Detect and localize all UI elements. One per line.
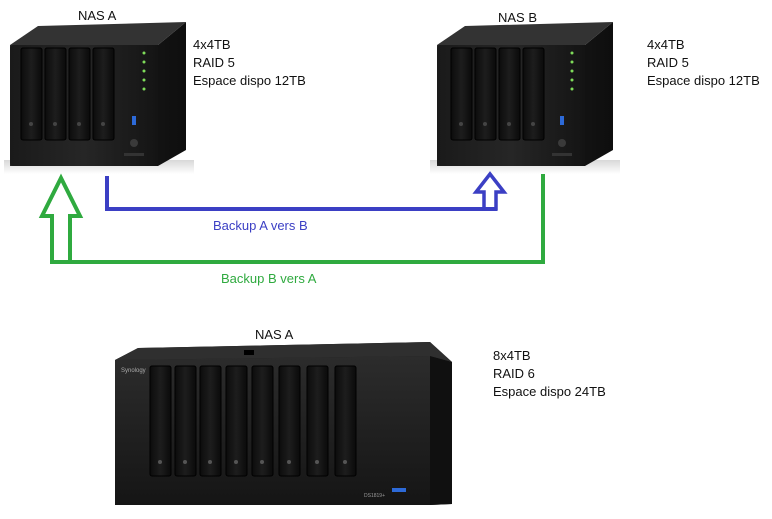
nas-a-specs: 4x4TB RAID 5 Espace dispo 12TB <box>193 36 306 90</box>
nas-b-title: NAS B <box>498 10 538 25</box>
nas-a-space: Espace dispo 12TB <box>193 73 306 88</box>
nas-b-space: Espace dispo 12TB <box>647 73 760 88</box>
nas-a-drives: 4x4TB <box>193 37 231 52</box>
backup-b-to-a-label: Backup B vers A <box>221 271 317 286</box>
nas-b-drives: 4x4TB <box>647 37 685 52</box>
backup-b-to-a-arrow <box>38 173 545 264</box>
nas-c-space: Espace dispo 24TB <box>493 384 606 399</box>
nas-b-bays <box>450 47 545 141</box>
nas-b-status-leds <box>570 51 574 91</box>
nas-a-bays <box>20 47 115 141</box>
nas-a-raid: RAID 5 <box>193 55 235 70</box>
nas-c-bays <box>149 365 357 477</box>
nas-a-status-leds <box>142 51 146 91</box>
nas-a-device <box>4 22 194 174</box>
nas-b-specs: 4x4TB RAID 5 Espace dispo 12TB <box>647 36 760 90</box>
backup-a-to-b-arrow <box>105 171 508 211</box>
nas-b-raid: RAID 5 <box>647 55 689 70</box>
nas-c-device: Synology DS1819+ <box>115 342 452 505</box>
nas-a-usb-port <box>132 116 136 125</box>
nas-c-model: DS1819+ <box>364 493 385 499</box>
nas-a-power-button <box>130 139 138 147</box>
backup-a-to-b-label: Backup A vers B <box>213 218 308 233</box>
nas-b-device <box>430 22 620 174</box>
nas-c-lcd <box>244 350 254 355</box>
nas-c-brand: Synology <box>121 368 146 374</box>
nas-c-drives: 8x4TB <box>493 348 531 363</box>
nas-c-raid: RAID 6 <box>493 366 535 381</box>
nas-b-usb-port <box>560 116 564 125</box>
nas-c-usb-port <box>392 488 406 492</box>
nas-a-title: NAS A <box>78 8 117 23</box>
nas-c-title: NAS A <box>255 327 294 342</box>
nas-c-specs: 8x4TB RAID 6 Espace dispo 24TB <box>493 347 606 401</box>
nas-b-power-button <box>558 139 566 147</box>
